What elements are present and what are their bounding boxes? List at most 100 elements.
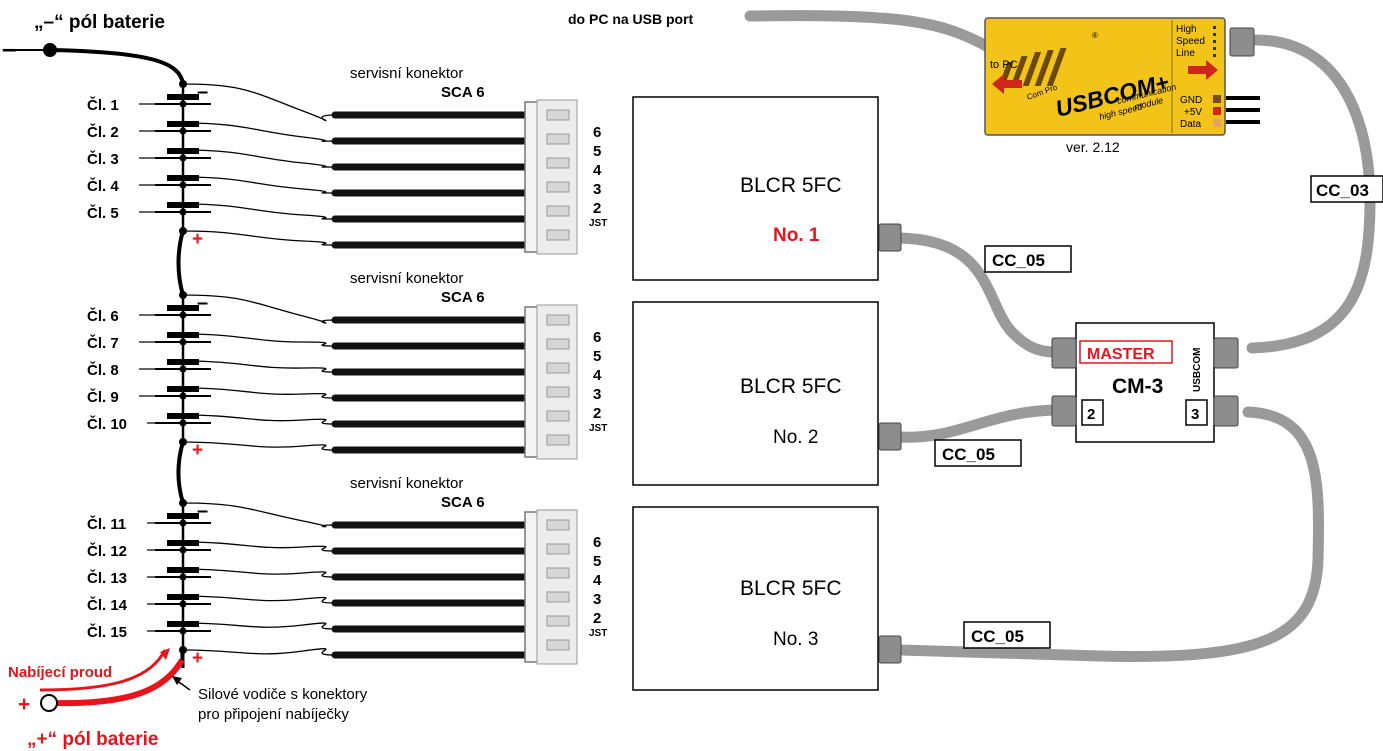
positive-terminal-icon [40,694,58,712]
svg-text:Line: Line [1176,48,1195,59]
group-minus-sign: – [197,81,208,103]
battery-stack: –+–+–+ [155,81,211,669]
cell-label: Čl. 11 [87,515,126,533]
blcr-1-port [878,223,902,252]
svg-text:CC_05: CC_05 [971,627,1024,646]
port-3-label: 3 [1191,406,1199,423]
cell-label: Čl. 14 [87,596,128,614]
service-connector-label: servisní konektor [350,270,463,287]
cell-plate-thick [167,202,199,208]
sca-label: SCA 6 [441,84,485,101]
pointer-arrow-icon [172,676,182,685]
cell-label: Čl. 10 [87,415,127,433]
negative-pole: „–“ pól baterie – [2,12,187,88]
negative-pole-label: „–“ pól baterie [34,12,165,33]
current-arrow-icon [160,648,170,660]
pin-number: 2 [593,200,601,217]
positive-pole: + Nabíjecí proud „+“ pól baterie Silové … [8,648,368,750]
usb-port-label: do PC na USB port [568,11,694,27]
pin-number: 4 [593,572,602,589]
cell-label: Čl. 13 [87,569,127,587]
jst-label: JST [589,423,607,434]
svg-text:CC_05: CC_05 [992,251,1045,270]
positive-pole-label: „+“ pól baterie [27,729,158,750]
pin-number: 6 [593,124,601,141]
blcr-3-number: No. 3 [773,629,818,650]
cell-label: Čl. 3 [87,150,119,168]
group-plus-sign: + [192,229,203,250]
cell-label: Čl. 1 [87,96,119,114]
cell-label: Čl. 4 [87,177,119,195]
service-connector-label: servisní konektor [350,65,463,82]
svg-text:CC_05: CC_05 [942,445,995,464]
cell-plate-thick [167,359,199,365]
blcr-2-title: BLCR 5FC [740,375,842,398]
group-minus-sign: – [197,292,208,314]
cable-label-cc05-2: CC_05 [934,439,1022,467]
blcr-2-port [878,422,902,451]
blcr-1-title: BLCR 5FC [740,174,842,197]
cm3-port-3 [1213,395,1239,427]
svg-text:CC_03: CC_03 [1316,181,1369,200]
cable-label-cc03: CC_03 [1310,175,1383,203]
pin-number: 2 [593,405,601,422]
jst-label: JST [589,628,607,639]
arrow-left-icon [992,74,1022,94]
service-connector-label: servisní konektor [350,475,463,492]
blcr-1: BLCR 5FC No. 1 [632,96,879,281]
to-pc-label: to PC [990,59,1018,71]
cell-label: Čl. 12 [87,542,127,560]
blcr-1-number: No. 1 [773,225,820,246]
cell-label: Čl. 9 [87,388,119,406]
svg-text:Speed: Speed [1176,36,1205,47]
cell-label: Čl. 6 [87,307,119,325]
blcr-2-number: No. 2 [773,427,818,448]
cell-plate-thick [167,567,199,573]
svg-text:High: High [1176,24,1197,35]
cell-plate-thick [167,148,199,154]
pin-number: 3 [593,386,601,403]
cell-plate-thick [167,121,199,127]
pin-number: 6 [593,534,601,551]
cm3-name: CM-3 [1112,375,1163,398]
group-minus-sign: – [197,500,208,522]
blcr-3-title: BLCR 5FC [740,577,842,600]
blcr-3: BLCR 5FC No. 3 [632,506,879,691]
svg-text:Data: Data [1180,119,1202,130]
cm3-master-port [1051,337,1077,369]
usbcom-version: ver. 2.12 [1066,139,1120,155]
pin-number: 5 [593,348,601,365]
registered-mark: ® [1092,31,1098,40]
charge-current-label: Nabíjecí proud [8,664,112,681]
cell-plate-thick [167,513,199,519]
cell-label: Čl. 8 [87,361,119,379]
cell-plate-thick [167,332,199,338]
jst-label: JST [589,218,607,229]
cell-plate-thick [167,621,199,627]
cell-plate-thick [167,94,199,100]
cm3-usbcom-label: USBCOM [1192,348,1203,392]
pin-number: 2 [593,610,601,627]
cell-plate-thick [167,175,199,181]
sca-label: SCA 6 [441,289,485,306]
pin-number: 6 [593,329,601,346]
cell-plate-thick [167,386,199,392]
arrow-right-icon [1188,60,1218,80]
power-leads-label-1: Silové vodiče s konektory [198,686,368,703]
pin-number: 3 [593,181,601,198]
pin-number: 3 [593,591,601,608]
usbcom-module: ® Com Pro USBCOM+ high speed communicati… [984,17,1260,155]
master-label: MASTER [1087,346,1155,363]
cell-label: Čl. 7 [87,334,119,352]
balance-wires [182,83,534,659]
cell-labels: Čl. 1Čl. 2Čl. 3Čl. 4Čl. 5Čl. 6Čl. 7Čl. 8… [87,96,155,641]
high-speed-port [1229,27,1255,57]
cell-plate-thick [167,540,199,546]
pin-number: 4 [593,162,602,179]
cell-plate-thick [167,594,199,600]
pin-number: 4 [593,367,602,384]
group-plus-sign: + [192,648,203,669]
positive-pole-sign: + [18,693,30,716]
cm3-port-2 [1051,395,1077,427]
